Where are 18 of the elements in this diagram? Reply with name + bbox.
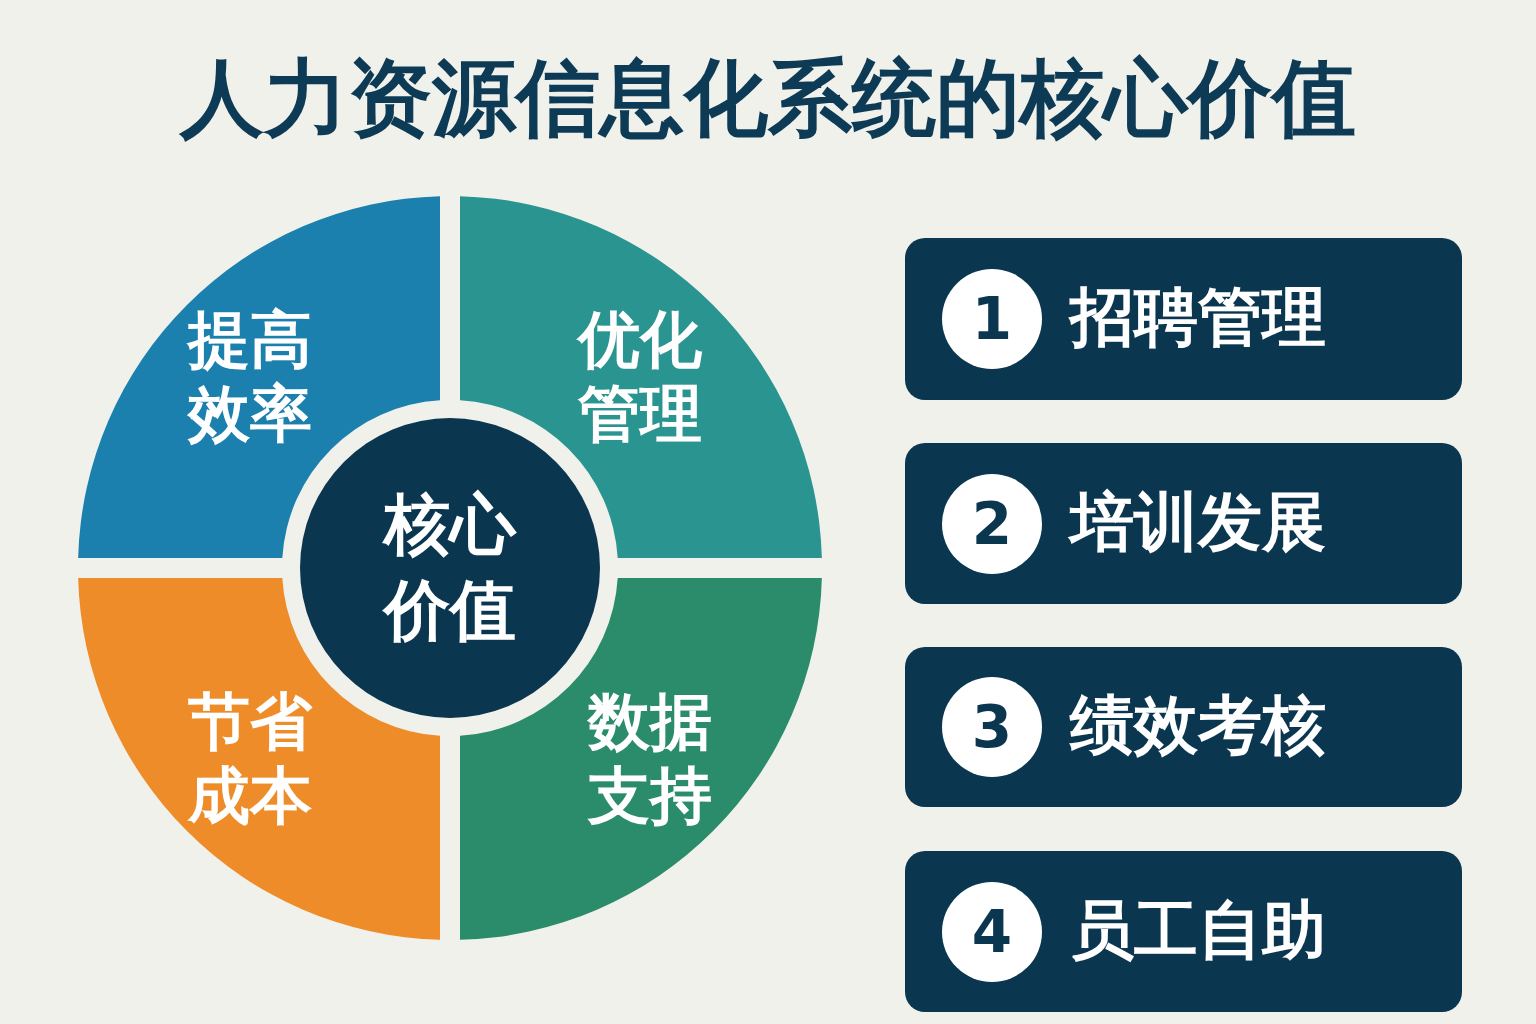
- segment-label: 节省成本: [186, 685, 314, 834]
- item-label: 招聘管理: [1070, 279, 1326, 356]
- center-label: 核心价值: [381, 485, 518, 651]
- number-badge: 1: [942, 269, 1042, 369]
- number-badge: 4: [942, 881, 1042, 982]
- list-box: [905, 851, 1462, 1012]
- list-box: [905, 647, 1462, 807]
- title: 人力资源信息化系统的核心价值: [178, 48, 1357, 149]
- item-label: 绩效考核: [1070, 687, 1326, 764]
- list-box: [905, 238, 1462, 400]
- segment-label: 优化管理: [575, 303, 703, 452]
- list-box: [905, 443, 1462, 604]
- segment-label: 提高效率: [185, 303, 313, 452]
- segment-label: 数据支持: [586, 685, 713, 834]
- item-label: 培训发展: [1070, 483, 1326, 561]
- number-badge: 2: [942, 473, 1042, 574]
- item-label: 员工自助: [1070, 891, 1326, 969]
- number-badge: 3: [942, 677, 1042, 777]
